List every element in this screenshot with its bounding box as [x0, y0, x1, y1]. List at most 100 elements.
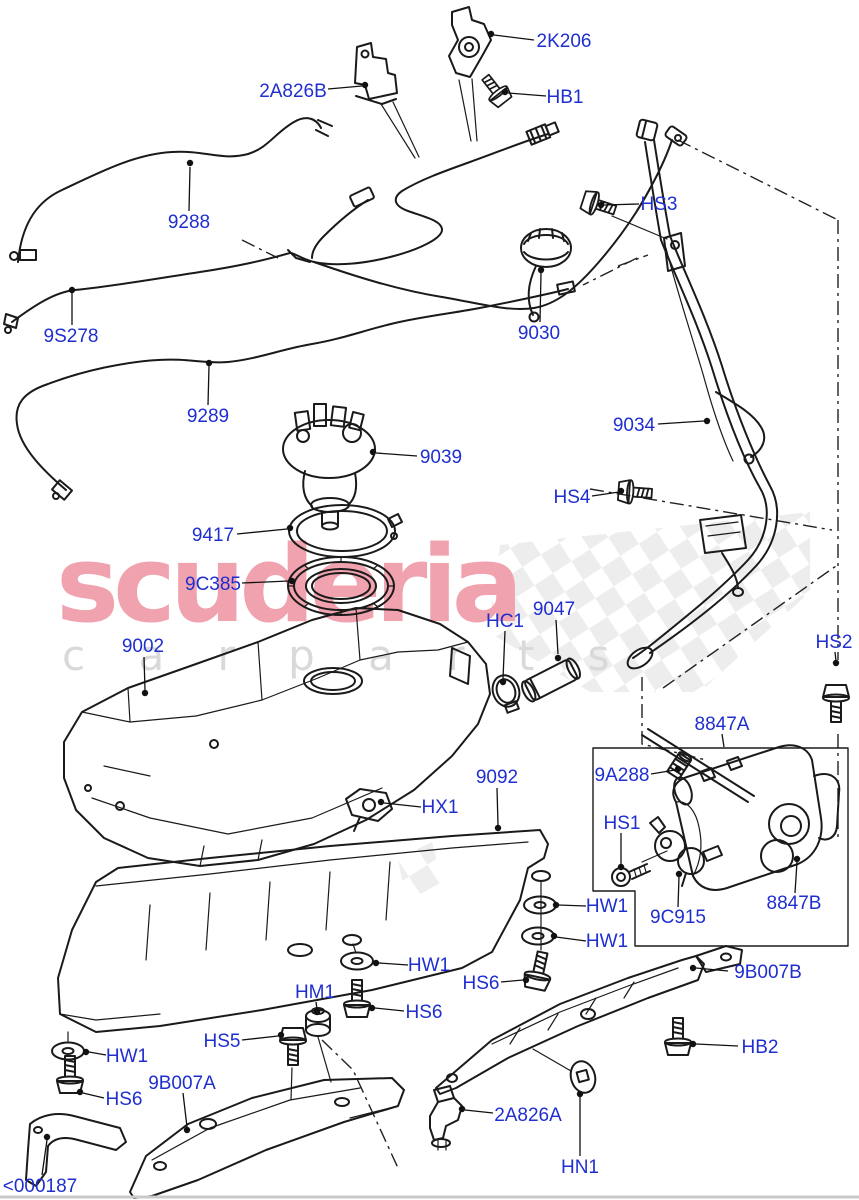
fuel-line-s-curve [287, 121, 560, 266]
ref-line [662, 565, 837, 689]
part-label-9B007B: 9B007B [734, 962, 802, 983]
leader-line-9C385 [241, 580, 290, 584]
leader-dot-HS6 [76, 1088, 84, 1096]
leader-line-HM1 [315, 1001, 318, 1010]
part-label-9A288: 9A288 [595, 765, 650, 786]
leader-line-HS5 [241, 1035, 279, 1041]
leader-dot-9092 [494, 824, 502, 832]
washer-hw1 [340, 951, 374, 971]
leader-dot-HS1 [617, 863, 625, 871]
part-label-2A826B: 2A826B [259, 81, 327, 102]
part-label-9092: 9092 [476, 767, 518, 788]
axis-line [290, 1067, 293, 1101]
bolt-hs5 [279, 1027, 307, 1066]
leader-dot-9039 [369, 448, 377, 456]
leader-line-HW1 [378, 962, 409, 966]
leader-line-HS3 [603, 203, 640, 206]
leader-dot-HB1 [501, 88, 509, 96]
part-label-<000187: <000187 [3, 1176, 78, 1197]
watermark-brand-text: scuderia [56, 523, 517, 646]
leader-line-9002 [143, 656, 146, 691]
filler-pipe-9034 [626, 118, 779, 670]
leader-dot-HS5 [277, 1031, 285, 1039]
part-label-2K206: 2K206 [537, 31, 592, 52]
fuel-line-to-filler [313, 125, 688, 310]
canister-8847b [672, 744, 841, 891]
part-label-HM1: HM1 [295, 982, 335, 1003]
part-label-HS2: HS2 [816, 632, 853, 653]
shield-9b007b [435, 945, 743, 1095]
ref-line [641, 677, 707, 761]
leak-pump-9c915 [641, 816, 723, 887]
seal-9c385 [287, 556, 395, 616]
leader-line-9288 [188, 166, 191, 212]
leader-dot-9S278 [68, 286, 76, 294]
part-label-9289: 9289 [187, 406, 229, 427]
leader-line-HS6 [374, 1007, 405, 1012]
leader-dot-HC1 [499, 678, 507, 686]
checkered-flag-watermark [488, 512, 810, 692]
part-label-9288: 9288 [168, 212, 210, 233]
part-label-HS3: HS3 [641, 194, 678, 215]
leader-line-8847B [794, 861, 798, 894]
clip-2a826a [429, 1085, 463, 1151]
leader-dot-HW1 [552, 901, 560, 909]
leader-dot-HX1 [377, 798, 385, 806]
leader-dot-HW1 [82, 1048, 90, 1056]
leader-dot-9B007A [183, 1126, 191, 1134]
branch-connector [311, 186, 375, 259]
leader-line-9289 [207, 365, 210, 406]
leader-line-9B007A [182, 1092, 188, 1128]
bolt-hb2 [664, 1017, 692, 1056]
part-label-9039: 9039 [420, 447, 462, 468]
leader-dot-9A288 [674, 765, 682, 773]
part-label-2A826A: 2A826A [494, 1105, 562, 1126]
part-label-8847A: 8847A [695, 714, 750, 735]
leader-line-HX1 [383, 802, 422, 808]
part-label-HC1: HC1 [486, 611, 524, 632]
bolt-hs2 [822, 684, 850, 723]
fuel-pump-9039 [282, 403, 376, 531]
part-label-9034: 9034 [613, 415, 656, 436]
shield-9b007a [129, 1077, 405, 1199]
leader-dot-HS3 [597, 201, 605, 209]
ref-line [677, 139, 839, 221]
hose-9047 [521, 657, 581, 703]
nut-hm1 [305, 1007, 332, 1083]
leader-dot-HN1 [576, 1090, 584, 1098]
part-label-HW1: HW1 [106, 1046, 148, 1067]
part-label-HS4: HS4 [554, 487, 591, 508]
leader-dot-HW1 [372, 959, 380, 967]
part-label-9030: 9030 [518, 323, 560, 344]
leader-dot-9288 [186, 159, 194, 167]
leader-line-HS4 [591, 491, 620, 497]
leader-line-9C915 [677, 876, 680, 908]
leader-line-<000187 [41, 1139, 48, 1176]
cap-9030 [520, 228, 572, 323]
leader-line-HW1 [557, 904, 587, 907]
part-label-HN1: HN1 [561, 1157, 599, 1178]
leader-line-9047 [555, 619, 559, 655]
leader-dot-2A826A [458, 1105, 466, 1113]
part-label-9047: 9047 [533, 599, 575, 620]
clip-hx1 [345, 788, 393, 832]
leader-line-HB1 [507, 92, 547, 97]
leader-dot-HS6 [368, 1004, 376, 1012]
shield-9092 [57, 829, 551, 1033]
bracket-2a826b [354, 42, 420, 159]
leader-dot-9034 [703, 417, 711, 425]
leader-dot-HS4 [617, 487, 625, 495]
part-label-9417: 9417 [192, 525, 234, 546]
leader-line-HS6 [82, 1092, 105, 1099]
leader-line-HC1 [502, 630, 506, 680]
ref-line [589, 488, 833, 531]
artwork [3, 6, 850, 1199]
fuel-line-9289 [15, 280, 576, 501]
part-label-9002: 9002 [122, 636, 164, 657]
grommet-hn1 [569, 1060, 597, 1094]
watermark-layer: scuderia c a r p a r t s [56, 512, 810, 902]
leader-line-2A826B [327, 85, 363, 90]
bolt-hs6 [56, 1055, 84, 1094]
part-label-HW1: HW1 [586, 896, 628, 917]
